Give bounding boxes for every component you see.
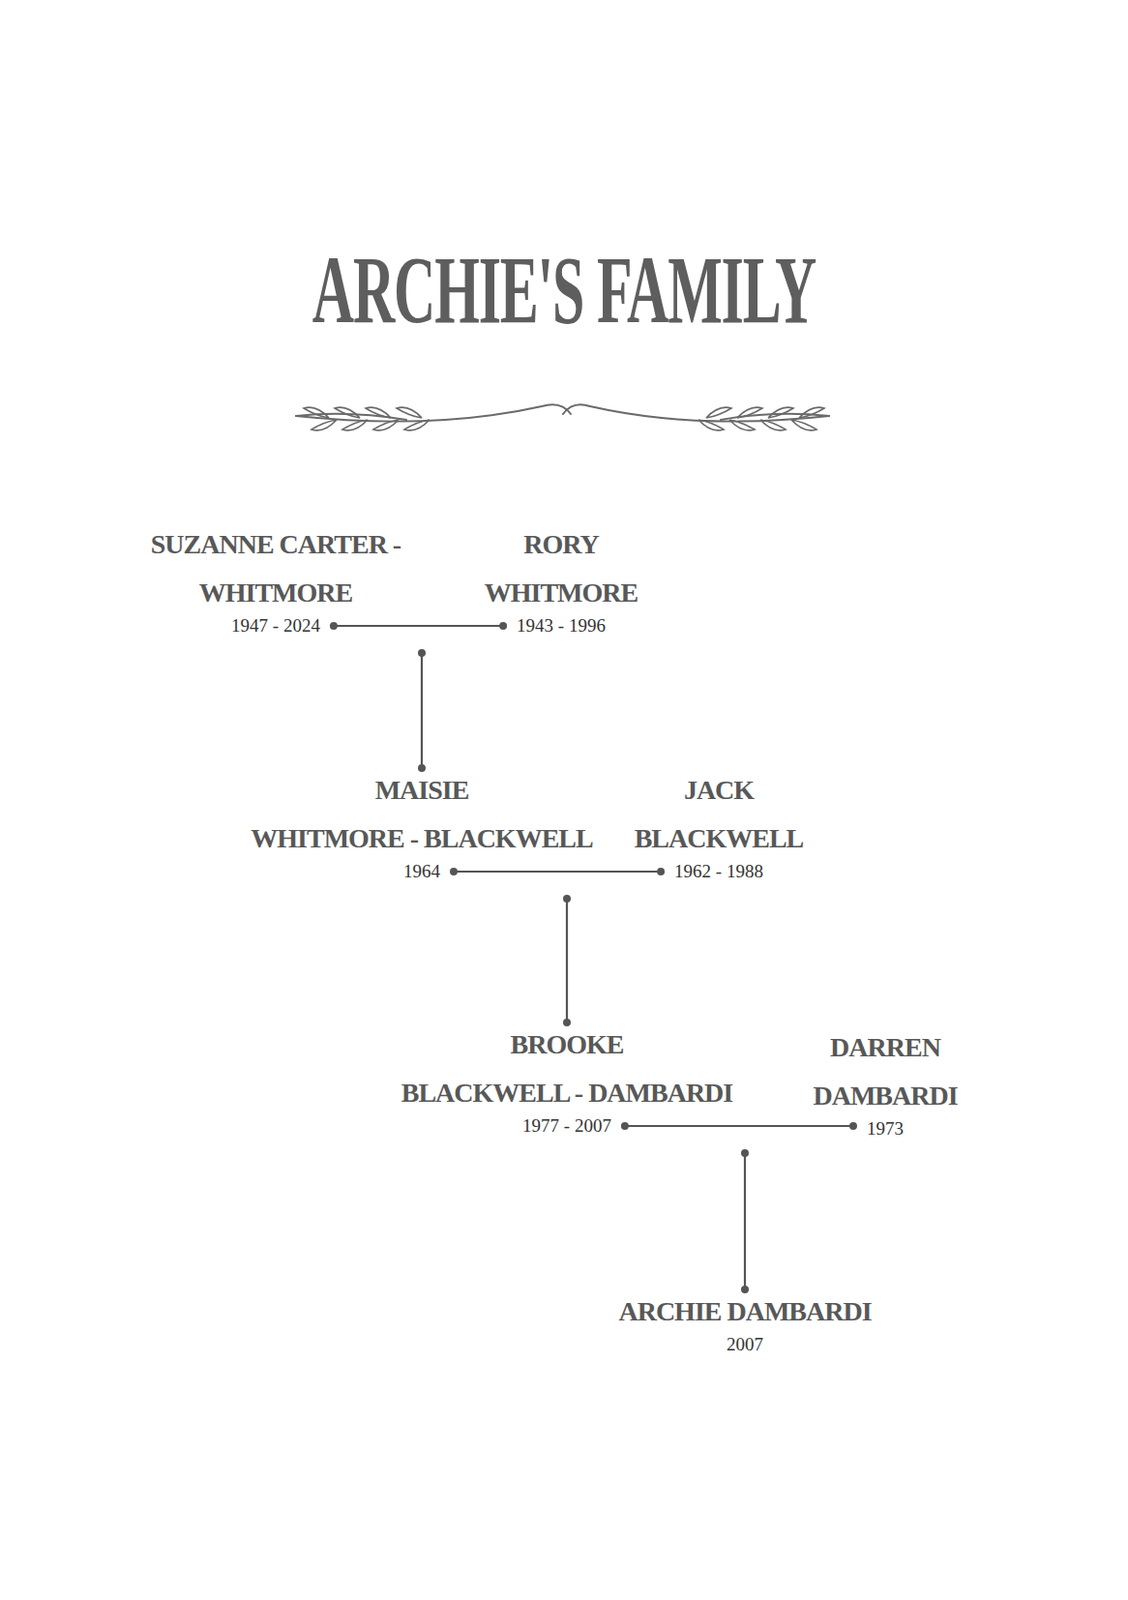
vine-leaf bbox=[365, 407, 391, 418]
dates-row: 1943 - 1996 bbox=[478, 617, 644, 639]
dates-row: 1977 - 2007 bbox=[395, 1117, 739, 1139]
vine-leaf bbox=[311, 419, 337, 431]
vine-leaf bbox=[737, 407, 763, 418]
person-name: MAISIE WHITMORE - BLACKWELL bbox=[244, 766, 598, 863]
life-dates: 1962 - 1988 bbox=[674, 859, 764, 885]
person-node: JACK BLACKWELL1962 - 1988 bbox=[628, 766, 810, 885]
person-node: ARCHIE DAMBARDI2007 bbox=[612, 1287, 877, 1358]
life-dates: 1977 - 2007 bbox=[522, 1113, 612, 1139]
dates-row: 1962 - 1988 bbox=[628, 862, 810, 885]
vine-stem bbox=[296, 404, 571, 421]
person-node: DARREN DAMBARDI1973 bbox=[806, 1023, 963, 1142]
vine-leaf bbox=[799, 407, 825, 418]
family-connector bbox=[449, 867, 665, 876]
life-dates: 1973 bbox=[866, 1116, 904, 1142]
dates-row: 1947 - 2024 bbox=[145, 617, 407, 639]
dates-row: 1964 bbox=[244, 862, 598, 885]
person-node: BROOKE BLACKWELL - DAMBARDI1977 - 2007 bbox=[395, 1020, 739, 1139]
family-connector bbox=[741, 1149, 749, 1294]
life-dates: 1964 bbox=[403, 859, 441, 885]
vine-leaf bbox=[760, 419, 786, 431]
family-connector bbox=[563, 894, 571, 1027]
life-dates: 1947 - 2024 bbox=[231, 613, 321, 639]
family-connector bbox=[621, 1122, 858, 1130]
vine-leaf bbox=[396, 407, 422, 418]
person-name: RORY WHITMORE bbox=[478, 520, 644, 618]
dates-row: 2007 bbox=[612, 1335, 877, 1358]
vine-stem bbox=[563, 404, 830, 421]
vine-leaf bbox=[768, 407, 794, 418]
title: ARCHIE'S FAMILY bbox=[225, 222, 903, 358]
vine-leaf bbox=[729, 419, 755, 431]
life-dates: 2007 bbox=[726, 1332, 764, 1358]
vine-leaf bbox=[404, 419, 430, 431]
vine-leaf bbox=[342, 419, 368, 431]
family-connector bbox=[417, 649, 426, 772]
vine-leaf bbox=[698, 419, 724, 431]
family-connector bbox=[329, 622, 507, 630]
person-name: ARCHIE DAMBARDI bbox=[612, 1287, 877, 1336]
person-name: DARREN DAMBARDI bbox=[806, 1023, 963, 1121]
vine-leaf bbox=[303, 407, 329, 418]
vine-leaf bbox=[373, 419, 399, 431]
person-name: BROOKE BLACKWELL - DAMBARDI bbox=[395, 1020, 739, 1118]
vine-leaf bbox=[706, 407, 732, 418]
person-name: JACK BLACKWELL bbox=[628, 766, 810, 863]
person-name: SUZANNE CARTER - WHITMORE bbox=[145, 520, 407, 618]
vine-leaf bbox=[334, 407, 360, 418]
person-node: MAISIE WHITMORE - BLACKWELL1964 bbox=[244, 766, 598, 885]
vine-leaf bbox=[791, 419, 817, 431]
life-dates: 1943 - 1996 bbox=[516, 613, 606, 639]
dates-row: 1973 bbox=[806, 1120, 963, 1142]
person-node: RORY WHITMORE1943 - 1996 bbox=[478, 520, 644, 639]
person-node: SUZANNE CARTER - WHITMORE1947 - 2024 bbox=[145, 520, 407, 639]
